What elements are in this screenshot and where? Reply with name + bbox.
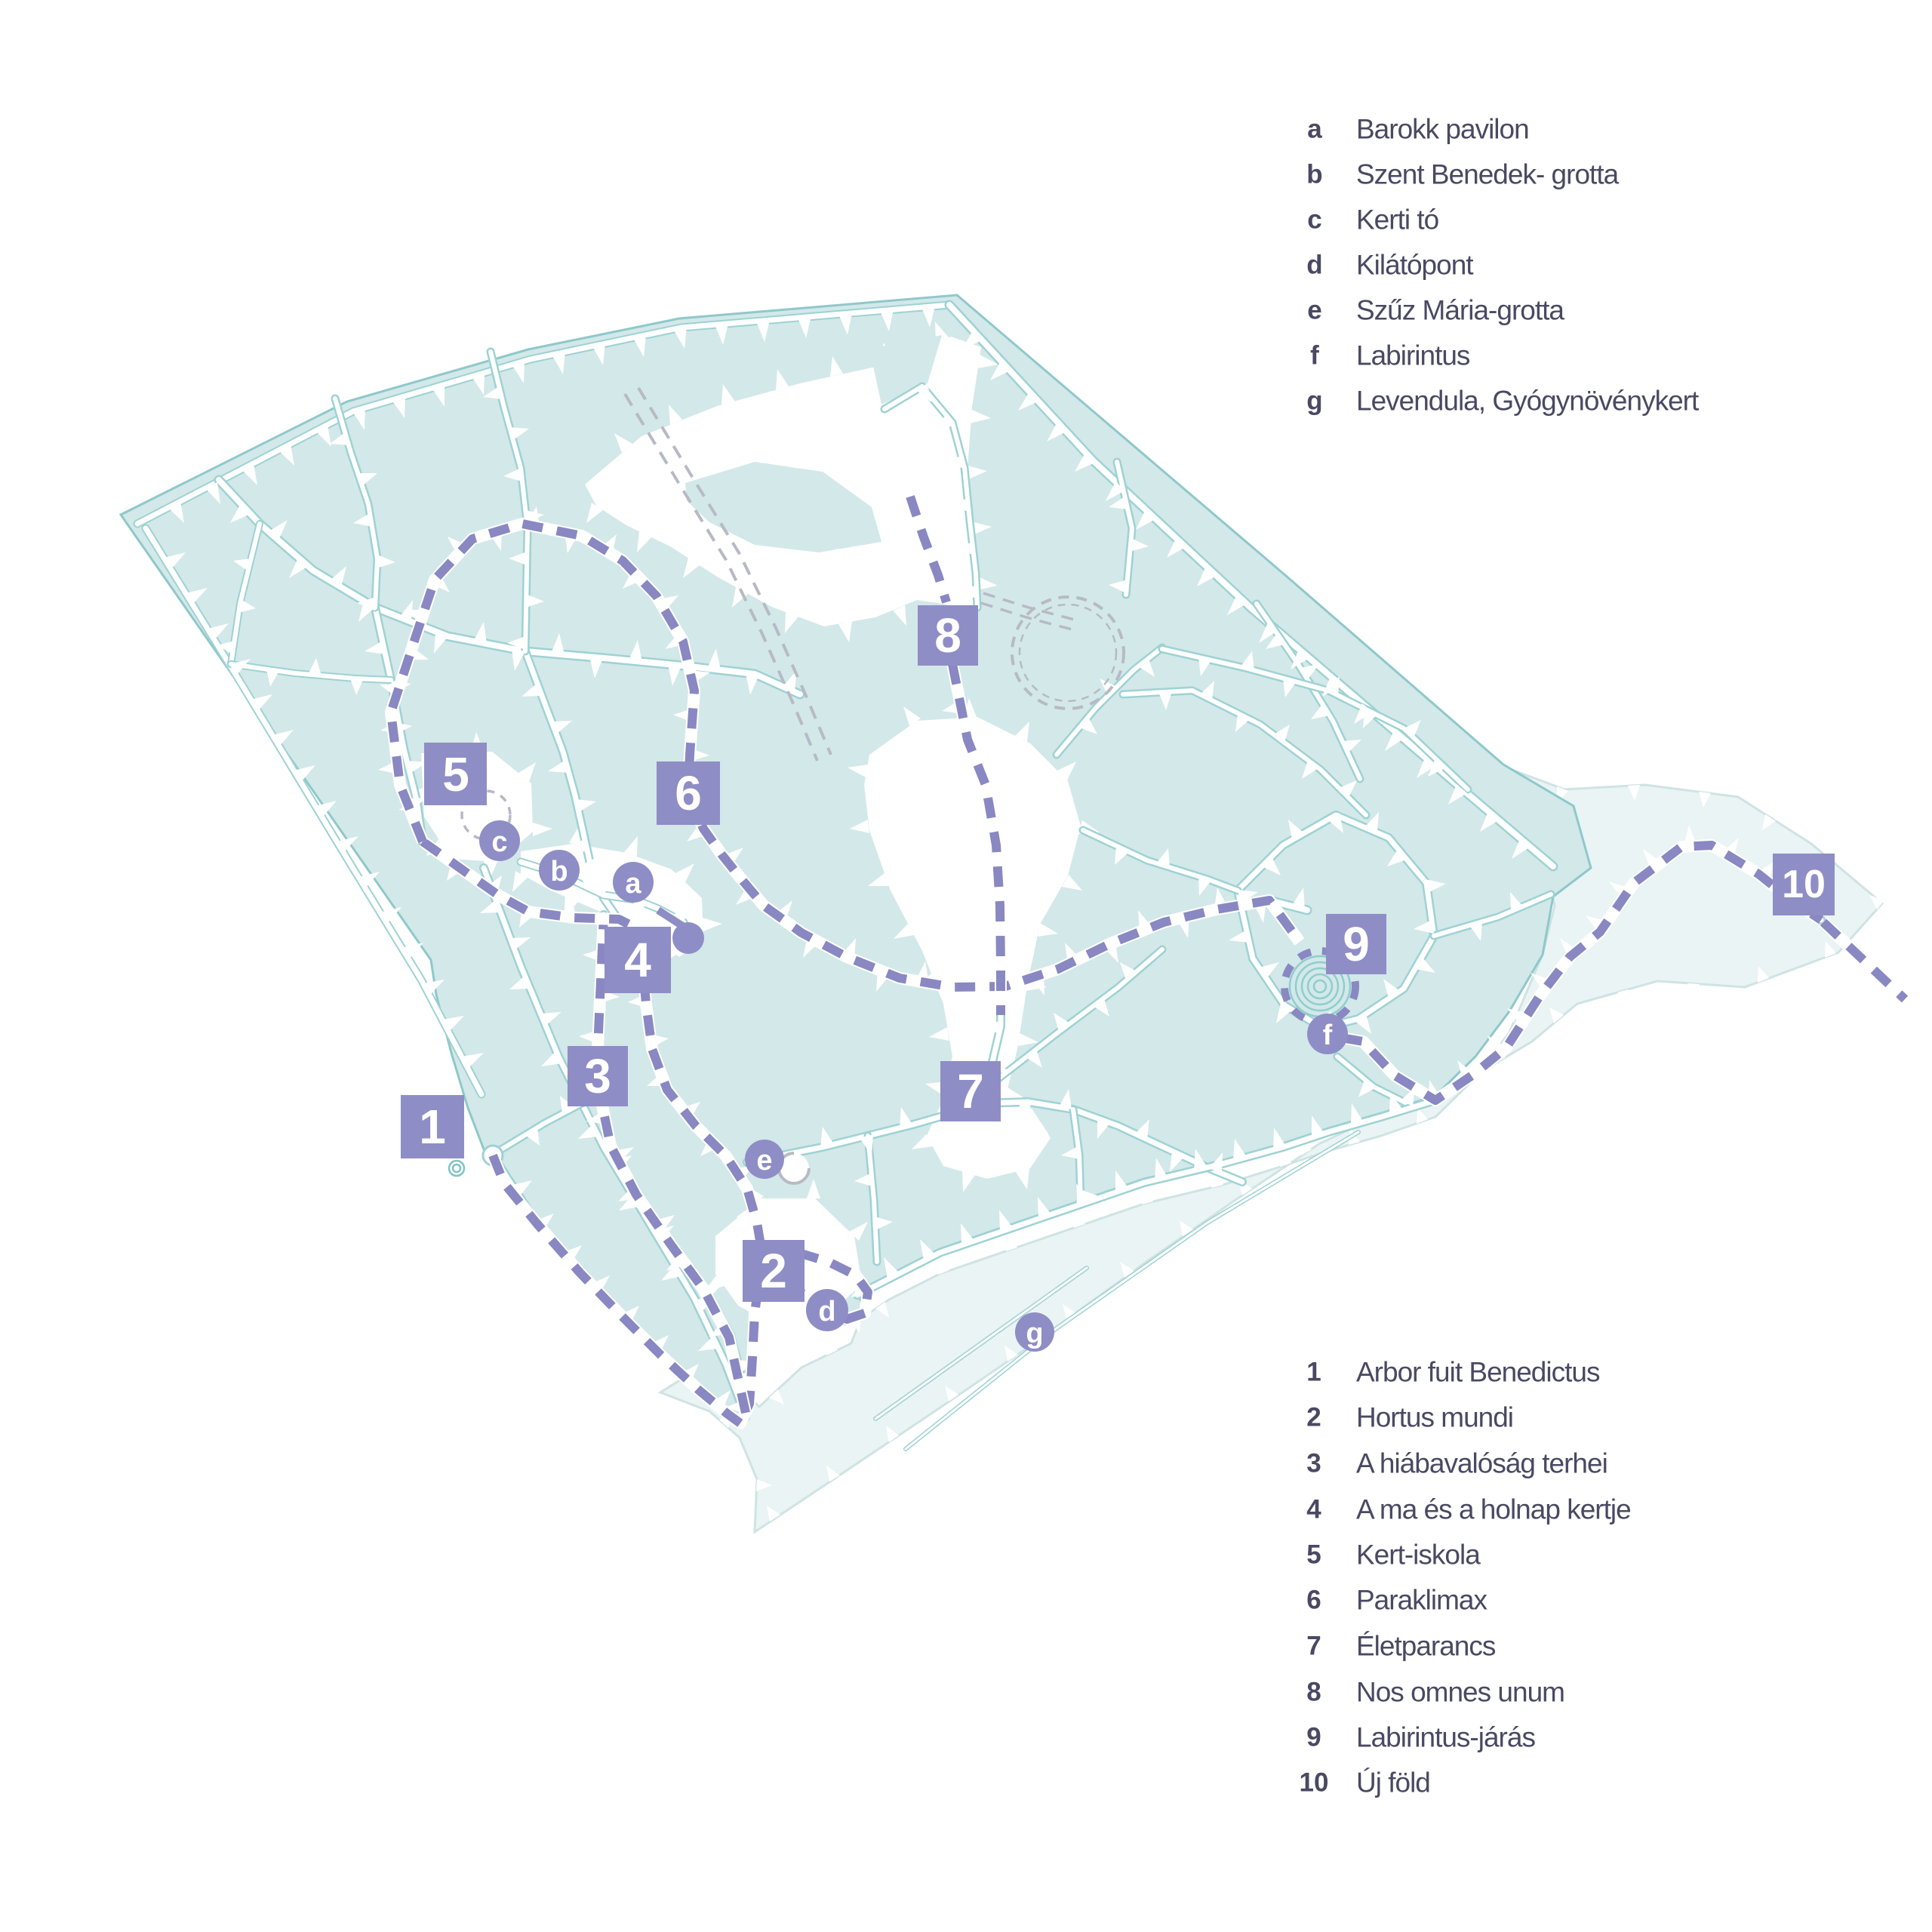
- svg-text:10: 10: [1300, 1768, 1329, 1798]
- svg-text:2: 2: [760, 1244, 787, 1298]
- svg-text:7: 7: [957, 1064, 984, 1118]
- svg-text:Labirintus: Labirintus: [1356, 340, 1470, 371]
- svg-text:Szűz Mária-grotta: Szűz Mária-grotta: [1356, 295, 1564, 326]
- svg-text:g: g: [1306, 386, 1322, 416]
- svg-text:4: 4: [624, 933, 651, 987]
- svg-text:d: d: [818, 1296, 835, 1327]
- svg-text:Nos omnes unum: Nos omnes unum: [1356, 1677, 1564, 1708]
- svg-text:Kilátópont: Kilátópont: [1356, 250, 1474, 281]
- svg-text:8: 8: [934, 608, 961, 663]
- svg-text:c: c: [1307, 205, 1321, 235]
- svg-text:4: 4: [1306, 1495, 1321, 1524]
- svg-text:Kerti tó: Kerti tó: [1356, 205, 1439, 235]
- svg-text:10: 10: [1782, 863, 1826, 906]
- svg-text:9: 9: [1306, 1723, 1321, 1752]
- svg-text:3: 3: [1306, 1449, 1321, 1478]
- svg-text:f: f: [1310, 341, 1319, 371]
- svg-text:Paraklimax: Paraklimax: [1356, 1585, 1487, 1616]
- svg-text:1: 1: [419, 1100, 446, 1154]
- svg-text:Kert-iskola: Kert-iskola: [1356, 1540, 1481, 1571]
- svg-text:A ma és a holnap kertje: A ma és a holnap kertje: [1356, 1494, 1631, 1525]
- svg-text:1: 1: [1306, 1358, 1321, 1387]
- svg-text:e: e: [1307, 296, 1321, 325]
- svg-text:7: 7: [1306, 1632, 1321, 1661]
- svg-text:Levendula, Gyógynövénykert: Levendula, Gyógynövénykert: [1356, 386, 1700, 417]
- svg-text:Életparancs: Életparancs: [1356, 1631, 1496, 1662]
- svg-text:9: 9: [1343, 917, 1370, 971]
- svg-text:6: 6: [675, 766, 702, 820]
- svg-text:Barokk pavilon: Barokk pavilon: [1356, 114, 1529, 145]
- svg-text:c: c: [491, 826, 507, 858]
- svg-text:Arbor fuit Benedictus: Arbor fuit Benedictus: [1356, 1357, 1600, 1388]
- svg-text:8: 8: [1306, 1678, 1321, 1707]
- svg-text:g: g: [1026, 1318, 1043, 1349]
- svg-text:3: 3: [584, 1049, 611, 1103]
- svg-text:Új föld: Új föld: [1356, 1767, 1430, 1798]
- svg-text:5: 5: [1306, 1540, 1321, 1570]
- svg-text:Szent Benedek- grotta: Szent Benedek- grotta: [1356, 159, 1620, 190]
- svg-text:f: f: [1323, 1020, 1333, 1051]
- svg-text:b: b: [550, 856, 568, 888]
- svg-text:Hortus mundi: Hortus mundi: [1356, 1402, 1513, 1433]
- svg-text:Labirintus-járás: Labirintus-járás: [1356, 1722, 1535, 1753]
- svg-text:5: 5: [442, 747, 469, 801]
- svg-text:2: 2: [1306, 1403, 1321, 1432]
- svg-text:A hiábavalóság terhei: A hiábavalóság terhei: [1356, 1448, 1607, 1479]
- svg-text:6: 6: [1306, 1586, 1321, 1615]
- svg-text:e: e: [756, 1145, 772, 1177]
- svg-text:b: b: [1306, 160, 1322, 189]
- svg-text:a: a: [1307, 115, 1322, 144]
- svg-text:d: d: [1306, 251, 1322, 280]
- svg-text:a: a: [625, 868, 641, 900]
